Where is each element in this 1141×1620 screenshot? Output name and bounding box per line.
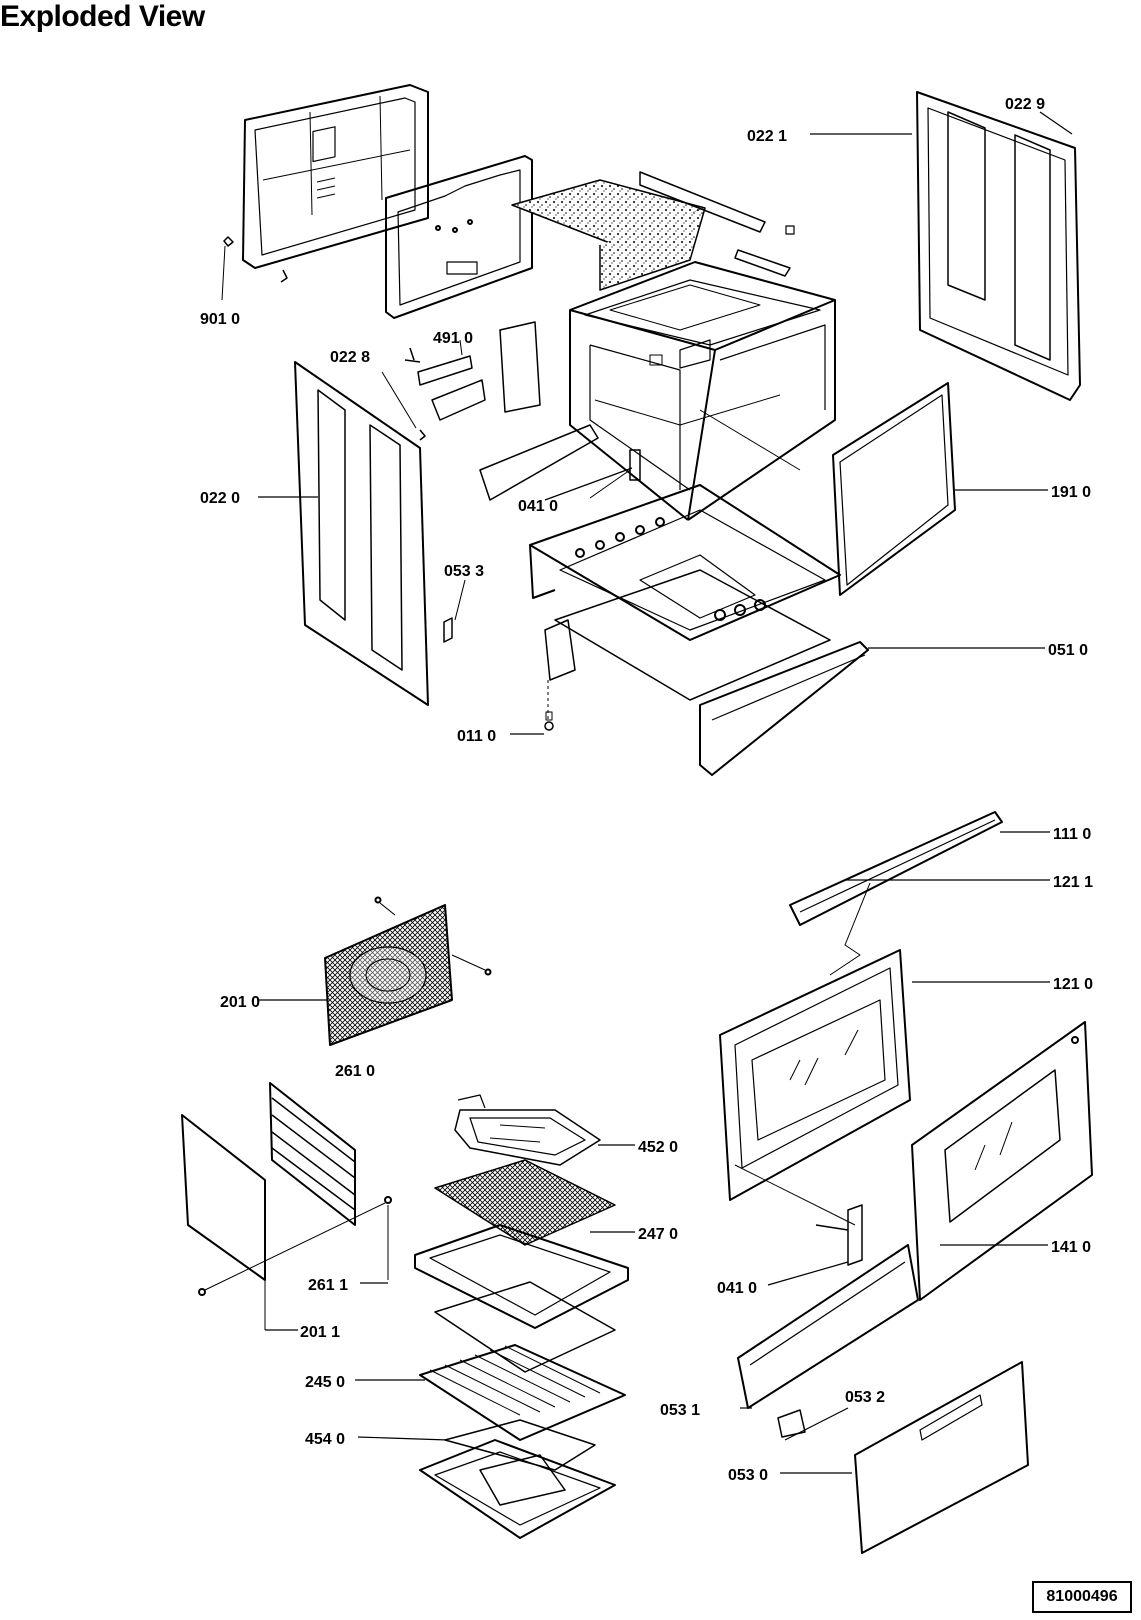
label-1410: 141 0 xyxy=(1051,1239,1091,1256)
front-plinth xyxy=(699,641,869,776)
label-0532: 053 2 xyxy=(845,1389,885,1406)
label-0229: 022 9 xyxy=(1005,96,1045,113)
insulation-block xyxy=(511,179,706,291)
right-side-panel xyxy=(916,91,1081,401)
door-seal-frame xyxy=(832,382,956,596)
heating-element-top xyxy=(454,1094,601,1166)
door-inner xyxy=(719,949,911,1226)
label-4520: 452 0 xyxy=(638,1139,678,1156)
label-4540: 454 0 xyxy=(305,1431,345,1448)
label-1210: 121 0 xyxy=(1053,976,1093,993)
label-1211: 121 1 xyxy=(1053,874,1093,891)
heating-element-bottom xyxy=(444,1419,596,1506)
oven-cavity-frame xyxy=(569,261,836,521)
inner-back-panel xyxy=(385,155,533,319)
label-0533: 053 3 xyxy=(444,563,484,580)
label-9010: 901 0 xyxy=(200,311,240,328)
page-title: Exploded View xyxy=(0,0,205,33)
back-liner-panel xyxy=(181,1114,266,1281)
top-trim xyxy=(789,811,1003,926)
wire-shelf xyxy=(419,1344,626,1441)
document-number: 81000496 xyxy=(1032,1581,1132,1613)
bottom-tray xyxy=(419,1439,616,1539)
label-2011: 201 1 xyxy=(300,1324,340,1341)
label-2470: 247 0 xyxy=(638,1226,678,1243)
door-outer-glass xyxy=(911,1021,1093,1301)
leader-lines xyxy=(258,111,1073,1474)
label-0110: 011 0 xyxy=(457,728,496,745)
grill-rack xyxy=(434,1159,616,1246)
base-tray xyxy=(529,484,841,641)
label-0531: 053 1 xyxy=(660,1402,700,1419)
label-0410-bottom: 041 0 xyxy=(717,1280,757,1297)
rear-panel xyxy=(242,84,429,269)
left-side-panel xyxy=(294,361,429,706)
drip-tray xyxy=(414,1224,629,1329)
label-4910: 491 0 xyxy=(433,330,473,347)
label-0220: 022 0 xyxy=(200,490,240,507)
label-0221: 022 1 xyxy=(747,128,787,145)
label-0510: 051 0 xyxy=(1048,642,1088,659)
label-2450: 245 0 xyxy=(305,1374,345,1391)
label-0228: 022 8 xyxy=(330,349,370,366)
label-2610: 261 0 xyxy=(335,1063,375,1080)
label-1910: 191 0 xyxy=(1051,484,1091,501)
label-2611: 261 1 xyxy=(308,1277,348,1294)
label-1110: 111 0 xyxy=(1053,826,1091,843)
leader-0228 xyxy=(381,371,417,429)
shelf-support xyxy=(269,1082,356,1226)
baking-plate xyxy=(434,1281,616,1373)
door-profile xyxy=(737,1244,919,1409)
label-2010: 201 0 xyxy=(220,994,260,1011)
label-0530: 053 0 xyxy=(728,1467,768,1484)
part-labels: 022 9 022 1 901 0 491 0 022 8 022 0 041 … xyxy=(200,96,1093,1484)
drawer-front xyxy=(854,1361,1029,1554)
leader-9010 xyxy=(221,245,226,301)
fan-cover xyxy=(324,896,492,1046)
label-0410-top: 041 0 xyxy=(518,498,558,515)
